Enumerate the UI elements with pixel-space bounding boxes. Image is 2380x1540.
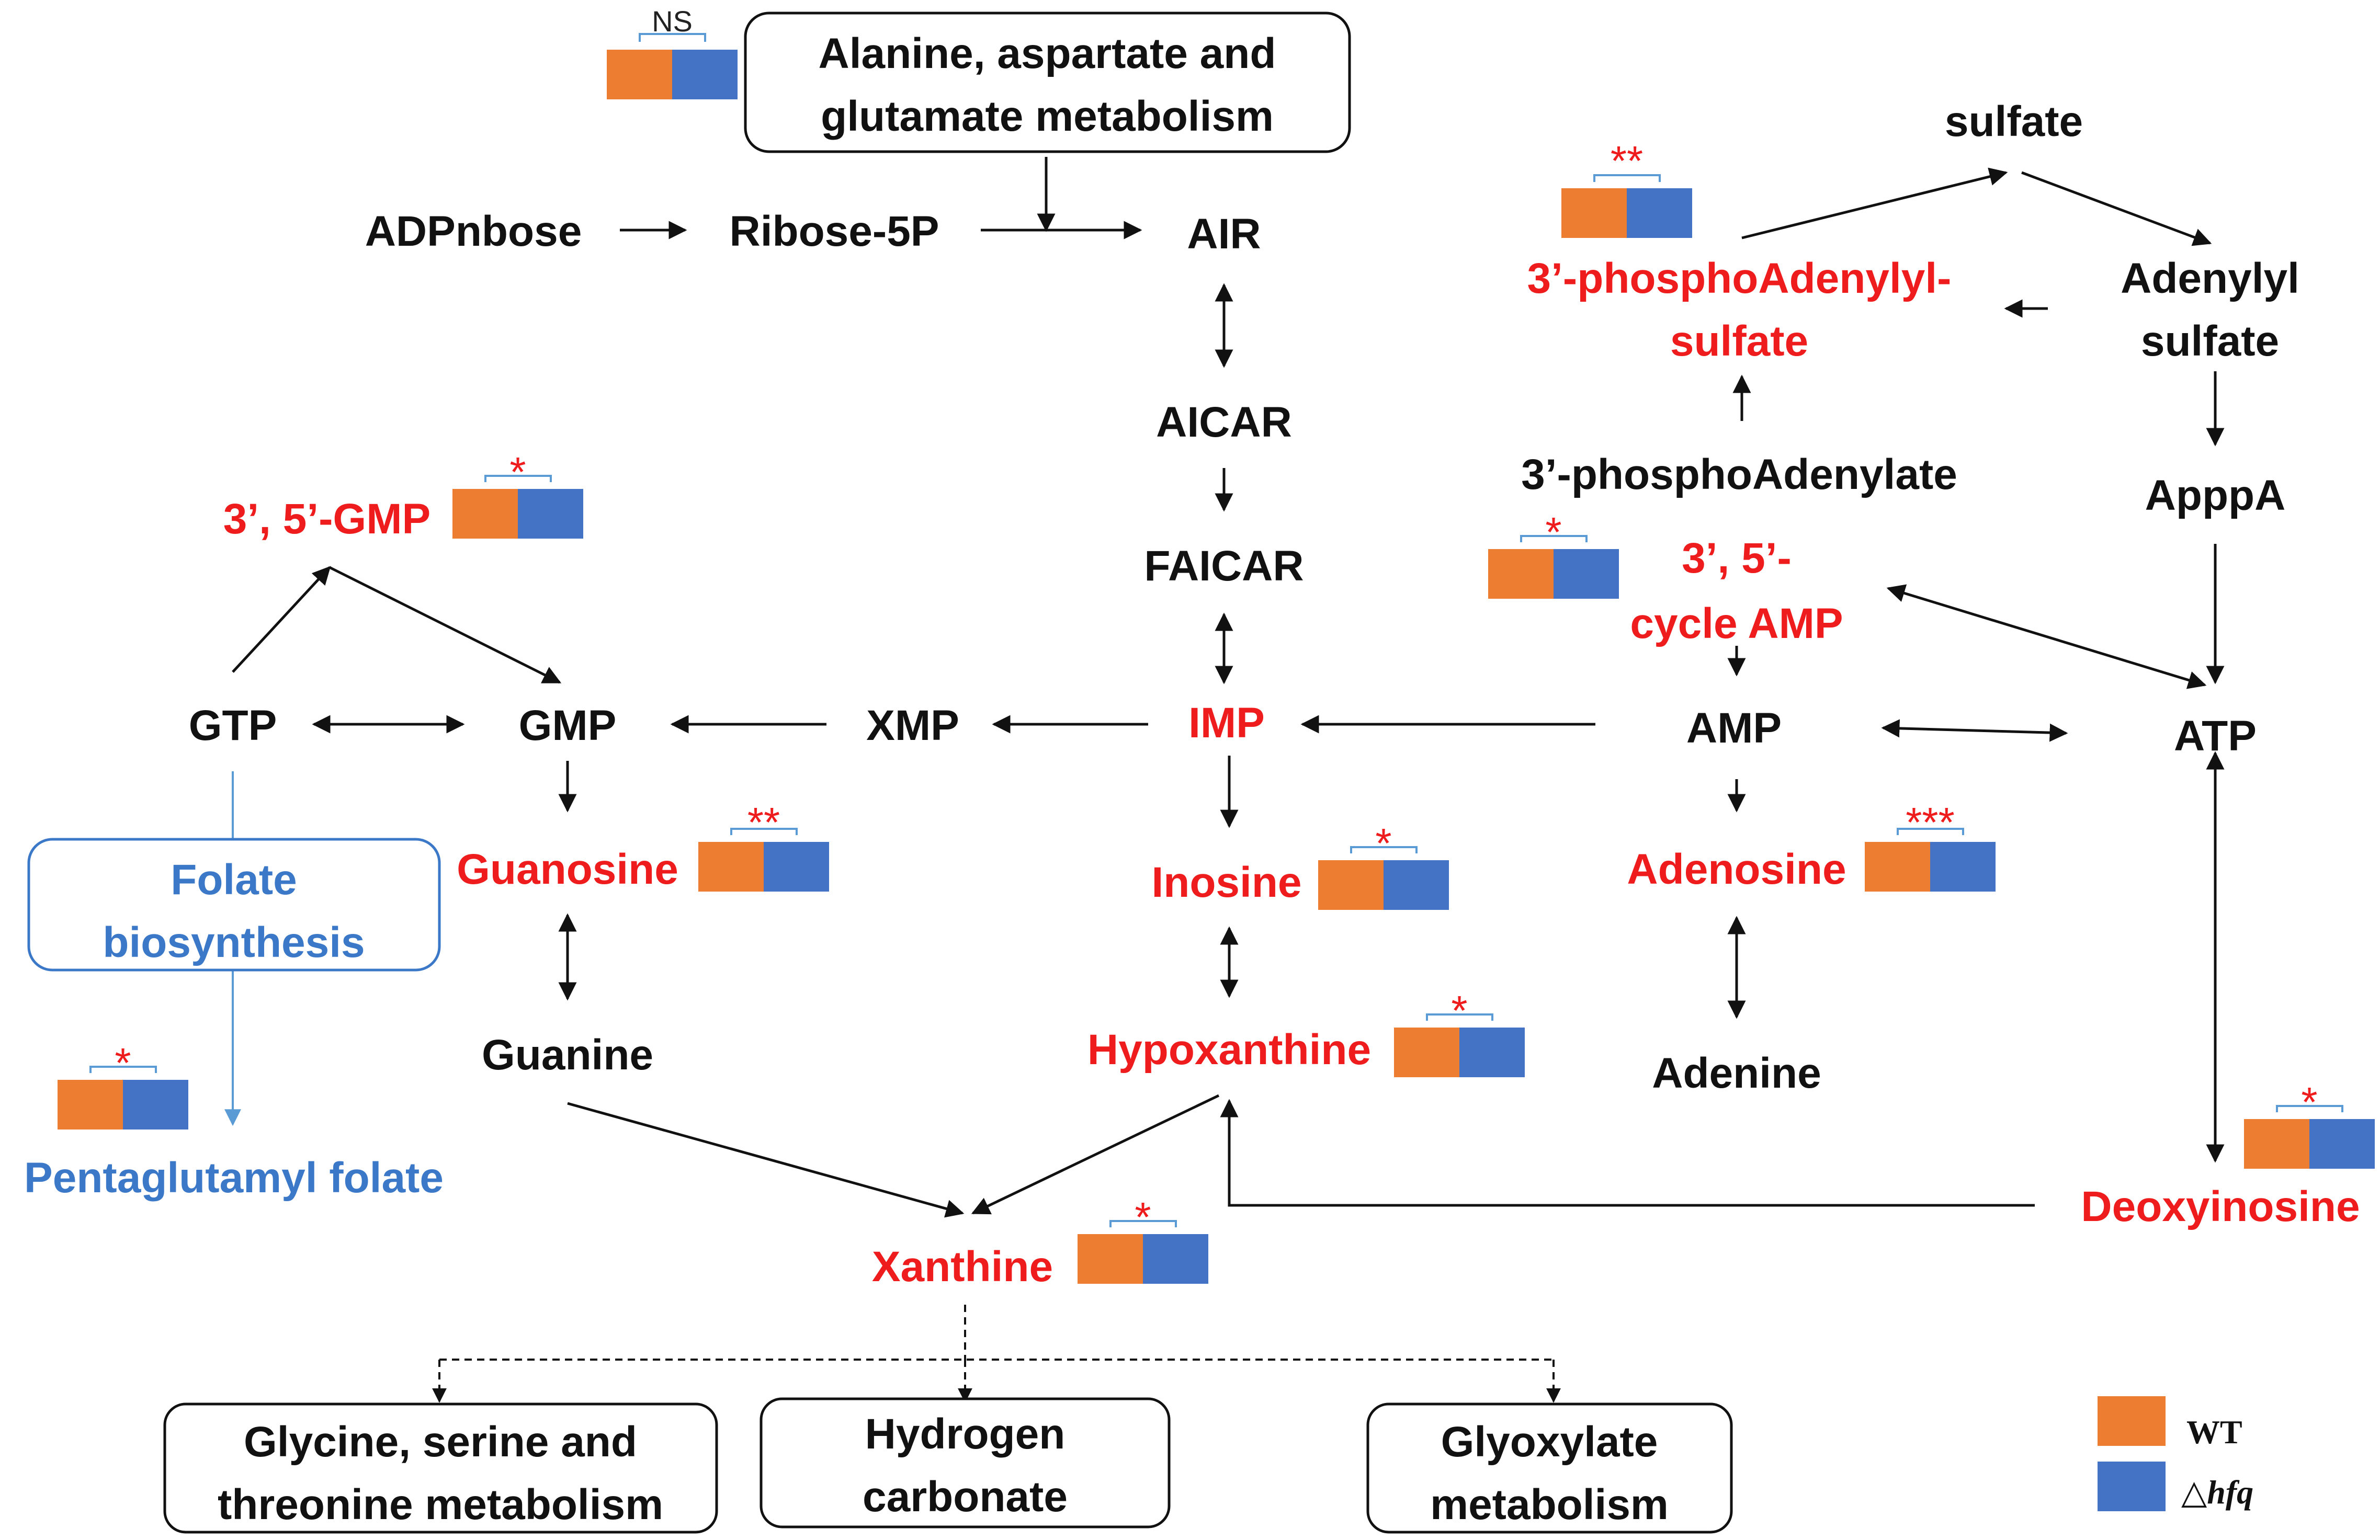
- legend-hfq-gene: hfq: [2207, 1474, 2253, 1511]
- arrows: [224, 157, 2225, 1403]
- metabolite-adenine: Adenine: [1652, 1050, 1821, 1097]
- metabolite-guanine: Guanine: [482, 1031, 653, 1079]
- comparison-bar-hypoxanthine: *: [1394, 987, 1525, 1077]
- pathway-box-hydrogen: Hydrogen carbonate: [760, 1397, 1171, 1528]
- arrow-camp-atp: [1886, 584, 2207, 689]
- metabolite-xanthine: Xanthine: [872, 1243, 1053, 1291]
- metabolite-air: AIR: [1187, 210, 1261, 258]
- metabolite-faicar: FAICAR: [1144, 542, 1304, 590]
- legend-label-hfq: △hfq: [2181, 1474, 2253, 1511]
- metabolite-xmp: XMP: [866, 702, 959, 749]
- comparison-bar-guanosine: **: [698, 799, 829, 892]
- pathway-box-hydrogen-line2: carbonate: [863, 1473, 1068, 1521]
- legend-delta-symbol: △: [2181, 1474, 2207, 1511]
- pathway-box-hydrogen-line1: Hydrogen: [865, 1410, 1066, 1458]
- metabolite-amp: AMP: [1686, 704, 1782, 752]
- metabolite-aps-line1: Adenylyl: [2121, 255, 2299, 302]
- comparison-bar-adenosine: ***: [1865, 799, 1996, 892]
- metabolite-pentaglutamyl: Pentaglutamyl folate: [24, 1154, 444, 1202]
- metabolite-gtp: GTP: [189, 702, 277, 749]
- comparison-bar-alanine: NS: [607, 5, 738, 99]
- pathway-box-glycine-line2: threonine metabolism: [218, 1481, 663, 1528]
- metabolite-camp-line2: cycle AMP: [1630, 600, 1843, 647]
- metabolite-apppa: ApppA: [2145, 472, 2286, 519]
- pathway-box-folate-line2: biosynthesis: [103, 919, 365, 966]
- pathway-box-alanine-line1: Alanine, aspartate and: [819, 30, 1276, 77]
- significance-folate: *: [115, 1040, 131, 1086]
- arrow-deoxyinosine-hypoxanthine: [1220, 1099, 2035, 1207]
- legend: WT △hfq: [2098, 1396, 2253, 1511]
- pathway-box-folate: Folate biosynthesis: [27, 838, 441, 972]
- arrow-hypoxanthine-xanthine: [971, 1094, 1220, 1215]
- comparison-bar-deoxyinosine: *: [2244, 1079, 2375, 1169]
- significance-paps: **: [1611, 138, 1643, 184]
- metabolite-adpribose: ADPnbose: [365, 208, 582, 255]
- significance-adenosine: ***: [1906, 799, 1954, 846]
- metabolite-paps-line1: 3’-phosphoAdenylyl-: [1527, 255, 1952, 302]
- significance-inosine: *: [1375, 820, 1391, 866]
- metabolite-imp: IMP: [1188, 699, 1265, 747]
- metabolite-inosine: Inosine: [1151, 859, 1301, 906]
- pathway-box-glycine: Glycine, serine and threonine metabolism: [163, 1402, 718, 1534]
- arrow-paps-sulfate: [1741, 167, 2008, 239]
- metabolite-camp-line1: 3’, 5’-: [1682, 534, 1792, 582]
- metabolite-guanosine: Guanosine: [457, 846, 678, 893]
- comparison-bar-folate: *: [58, 1040, 188, 1130]
- metabolite-deoxyinosine: Deoxyinosine: [2081, 1183, 2360, 1230]
- significance-xanthine: *: [1135, 1194, 1151, 1240]
- significance-cgmp: *: [509, 449, 526, 495]
- arrow-guanine-xanthine: [567, 1102, 965, 1218]
- legend-swatch-wt: [2098, 1396, 2166, 1446]
- comparison-bar-cgmp: *: [452, 449, 583, 539]
- arrow-cgmp-gmp: [328, 566, 562, 684]
- pathway-box-glyoxylate: Glyoxylate metabolism: [1366, 1402, 1733, 1534]
- significance-guanosine: **: [747, 799, 780, 846]
- legend-label-wt: WT: [2186, 1413, 2242, 1451]
- metabolites: ADPnbose Ribose-5P AIR AICAR FAICAR IMP …: [24, 98, 2360, 1291]
- metabolite-aicar: AICAR: [1156, 398, 1292, 446]
- pathway-box-alanine: Alanine, aspartate and glutamate metabol…: [744, 12, 1351, 153]
- metabolite-cgmp: 3’, 5’-GMP: [223, 495, 430, 543]
- pathway-box-folate-line1: Folate: [171, 856, 297, 904]
- arrow-gtp-cgmp: [232, 566, 331, 673]
- pathway-box-glyoxylate-line2: metabolism: [1430, 1481, 1669, 1528]
- significance-hypoxanthine: *: [1451, 987, 1467, 1034]
- metabolite-pap: 3’-phosphoAdenylate: [1521, 451, 1957, 498]
- significance-alanine: NS: [652, 5, 693, 38]
- metabolite-atp: ATP: [2174, 712, 2257, 760]
- metabolite-aps-line2: sulfate: [2141, 317, 2279, 365]
- pathway-box-glycine-line1: Glycine, serine and: [244, 1418, 637, 1466]
- pathway-box-alanine-line2: glutamate metabolism: [821, 93, 1274, 140]
- comparison-bar-inosine: *: [1318, 820, 1449, 910]
- metabolite-hypoxanthine: Hypoxanthine: [1087, 1026, 1371, 1074]
- metabolite-adenosine: Adenosine: [1627, 846, 1846, 893]
- metabolite-sulfate: sulfate: [1945, 98, 2083, 145]
- comparison-bar-camp: *: [1488, 509, 1619, 599]
- significance-deoxyinosine: *: [2301, 1079, 2317, 1125]
- pathway-box-glyoxylate-line1: Glyoxylate: [1441, 1418, 1658, 1466]
- metabolite-gmp: GMP: [519, 702, 617, 749]
- arrow-sulfate-aps: [2021, 171, 2212, 246]
- comparison-bar-paps: **: [1561, 138, 1692, 238]
- metabolite-paps-line2: sulfate: [1670, 317, 1808, 365]
- arrow-amp-atp: [1881, 719, 2068, 742]
- significance-camp: *: [1545, 509, 1561, 555]
- comparison-bar-xanthine: *: [1078, 1194, 1208, 1284]
- metabolite-ribose5p: Ribose-5P: [730, 208, 939, 255]
- legend-swatch-hfq: [2098, 1462, 2166, 1511]
